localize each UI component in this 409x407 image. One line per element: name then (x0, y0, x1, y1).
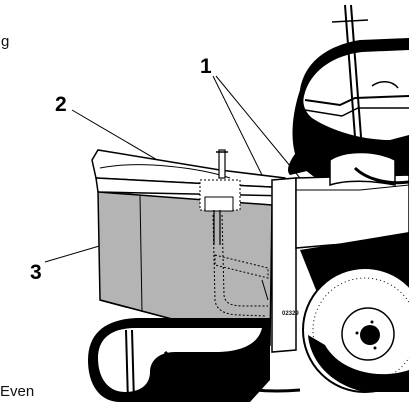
detail-view-bottom (88, 318, 301, 403)
leader-line-1a (212, 75, 263, 176)
cropped-text-top: g (1, 33, 10, 50)
rear-wheel (302, 267, 409, 393)
callout-1: 1 (200, 55, 212, 78)
bagger-hood (91, 149, 293, 197)
leader-line-1b (215, 75, 301, 179)
callout-2: 2 (55, 93, 67, 116)
callout-3: 3 (30, 261, 42, 284)
cropped-text-bottom: Even (0, 383, 35, 400)
figure-code: 02329 (282, 311, 299, 317)
detail-view-top (287, 4, 409, 200)
latch-assembly (199, 149, 241, 245)
